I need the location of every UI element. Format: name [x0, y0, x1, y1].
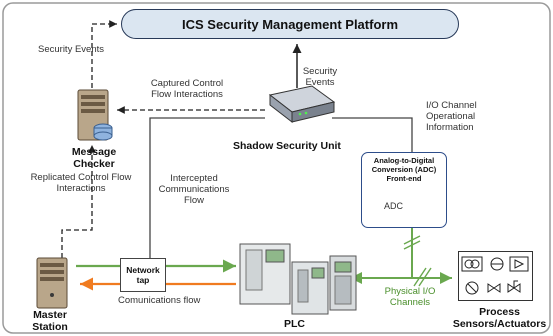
adc-tap-hatch: [403, 235, 421, 250]
shadow-unit-label: Shadow Security Unit: [233, 140, 341, 152]
security-appliance-icon: [268, 85, 336, 124]
adc-title: Analog-to-Digital Conversion (ADC) Front…: [371, 156, 437, 183]
master-station-label: Master Station: [32, 309, 68, 333]
process-label: Process Sensors/Actuators: [452, 306, 547, 330]
intercepted-flow-label: Intercepted Communications Flow: [158, 173, 230, 206]
replicated-flow-arrow: [61, 145, 96, 258]
physical-io-hatch: [413, 267, 432, 287]
message-checker-label: Message Checker: [71, 146, 117, 170]
security-events-right-label: Security Events: [302, 66, 338, 88]
captured-flow-label: Captured Control Flow Interactions: [150, 78, 224, 100]
replicated-flow-label: Replicated Control Flow Interactions: [30, 172, 132, 194]
platform-title: ICS Security Management Platform: [121, 9, 459, 39]
sensor-symbols-icon: [461, 256, 529, 295]
plc-label: PLC: [284, 318, 305, 330]
comms-flow-label: Comunications flow: [118, 295, 201, 306]
intercepted-flow-line: [149, 117, 265, 258]
adc-label: ADC: [384, 201, 404, 211]
security-events-left-arrow: [91, 20, 117, 88]
io-info-line: [332, 117, 413, 152]
network-tap: Network tap: [120, 258, 166, 292]
plc-icon: [239, 243, 357, 315]
server-icon: [77, 89, 113, 141]
adc-front-end: Analog-to-Digital Conversion (ADC) Front…: [361, 152, 447, 228]
security-events-left-label: Security Events: [38, 44, 104, 55]
server-icon: [36, 257, 68, 309]
physical-io-label: Physical I/O Channels: [384, 286, 436, 308]
io-info-label: I/O Channel Operational Information: [426, 100, 477, 133]
